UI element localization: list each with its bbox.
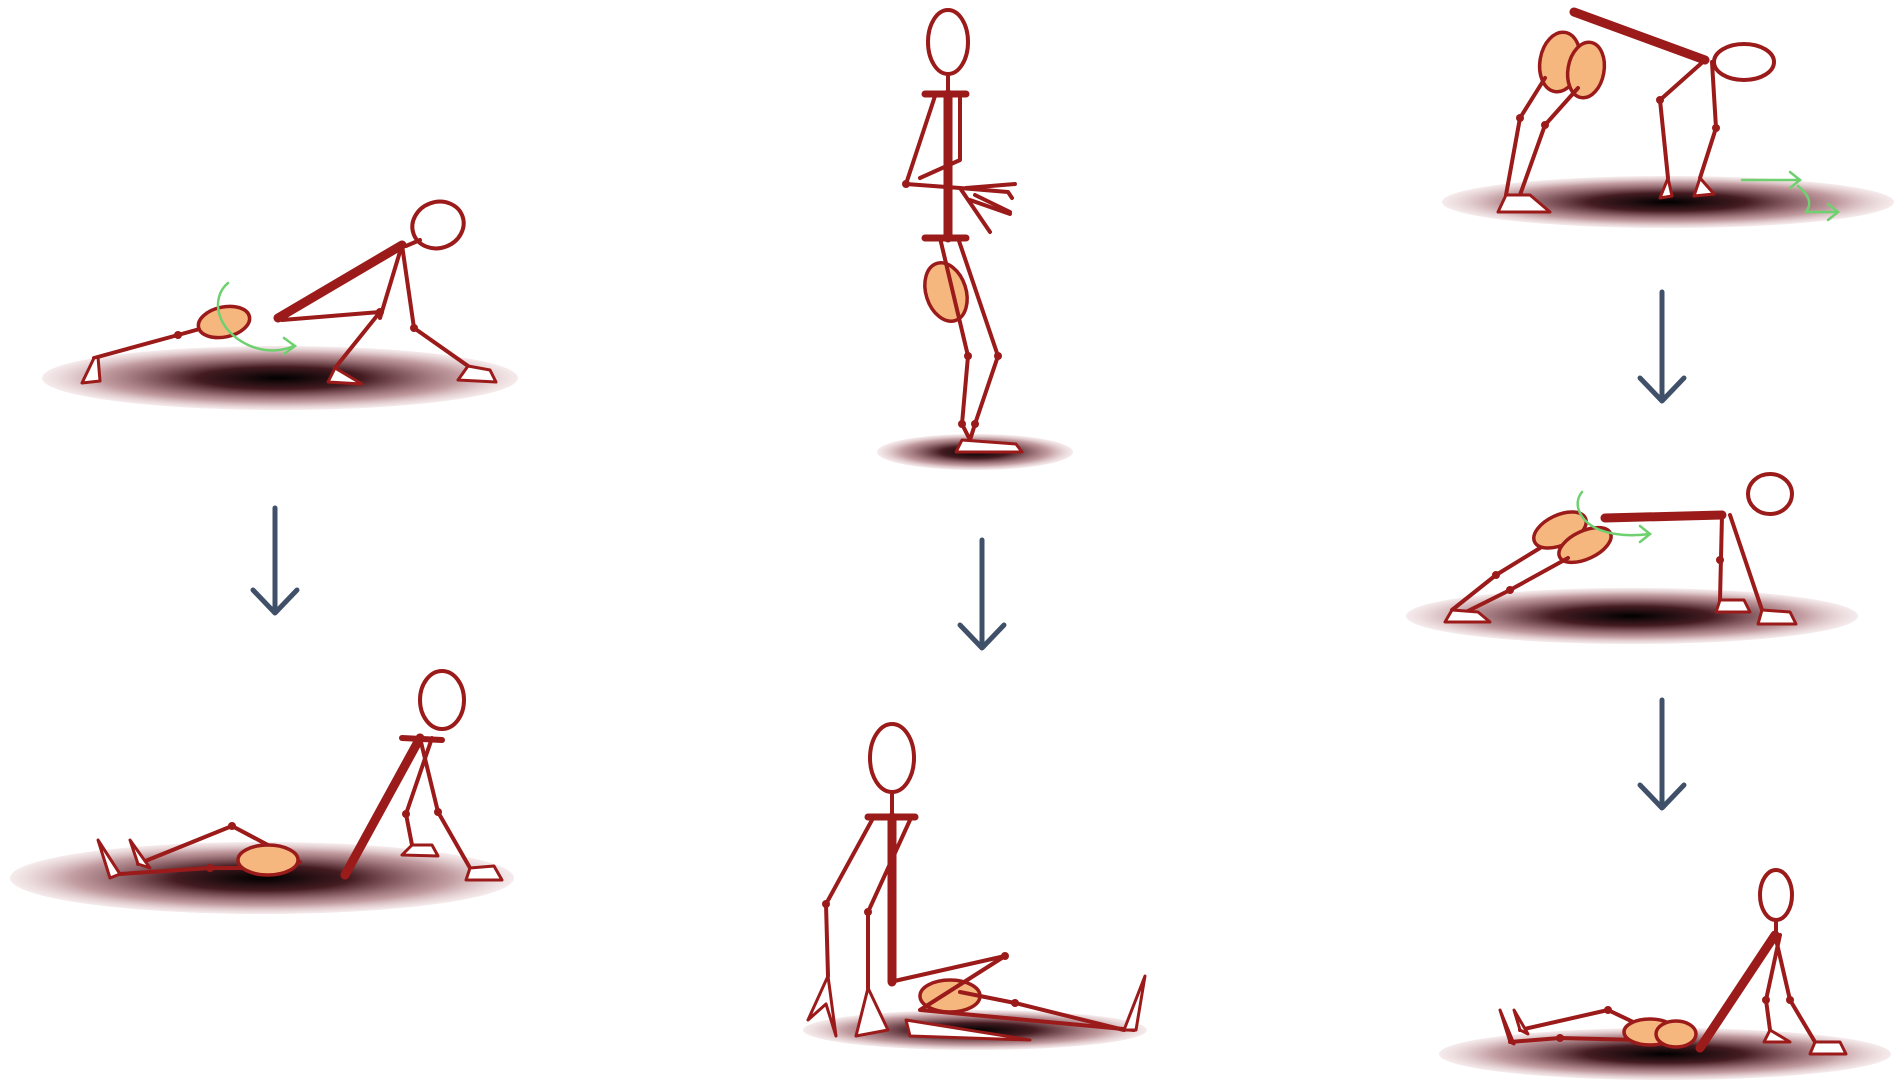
figure-left-step2 <box>10 671 514 914</box>
head <box>1714 44 1774 80</box>
head <box>406 194 471 255</box>
pelvis <box>238 845 298 875</box>
head <box>870 724 914 792</box>
figure-left-step1 <box>42 194 518 410</box>
figure-right-step3 <box>1439 870 1891 1080</box>
head <box>1760 870 1792 920</box>
head <box>420 671 464 729</box>
pelvis <box>1656 1021 1696 1047</box>
head <box>1748 474 1792 514</box>
pelvis <box>195 302 252 342</box>
figure-center-step2 <box>803 724 1147 1050</box>
figure-right-step2 <box>1406 474 1858 644</box>
down-arrow-icon <box>1640 292 1684 401</box>
down-arrow-icon <box>253 508 297 613</box>
floor-shadow <box>42 346 518 410</box>
down-arrow-icon <box>1640 700 1684 808</box>
figure-center-step1 <box>877 10 1073 470</box>
down-arrow-icon <box>960 540 1004 648</box>
figure-right-step1 <box>1442 12 1894 228</box>
head <box>928 10 968 74</box>
